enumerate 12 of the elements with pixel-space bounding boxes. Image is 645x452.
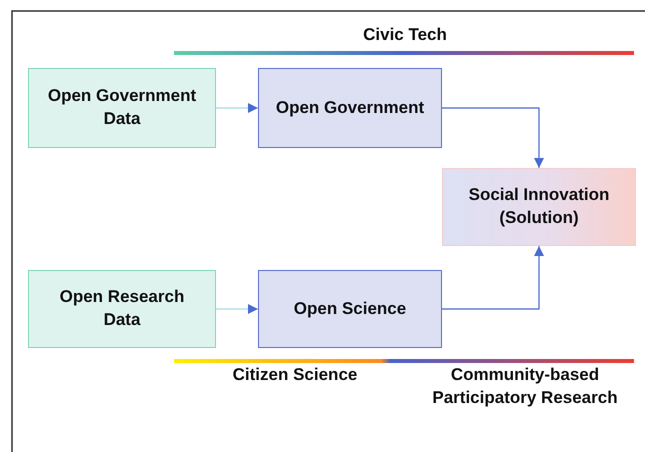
arrow [216, 304, 258, 314]
process-box: Open Science [258, 270, 442, 348]
band-label: Citizen Science [232, 364, 358, 386]
band-label: Civic Tech [362, 24, 448, 46]
process-box: Open Government Data [28, 68, 216, 148]
arrow [216, 103, 258, 113]
arrow [442, 246, 544, 310]
arrow [442, 107, 544, 168]
band-label: Community-based Participatory Research [431, 364, 619, 409]
process-box: Open Research Data [28, 270, 216, 348]
process-box: Open Government [258, 68, 442, 148]
process-box: Social Innovation (Solution) [442, 168, 636, 246]
